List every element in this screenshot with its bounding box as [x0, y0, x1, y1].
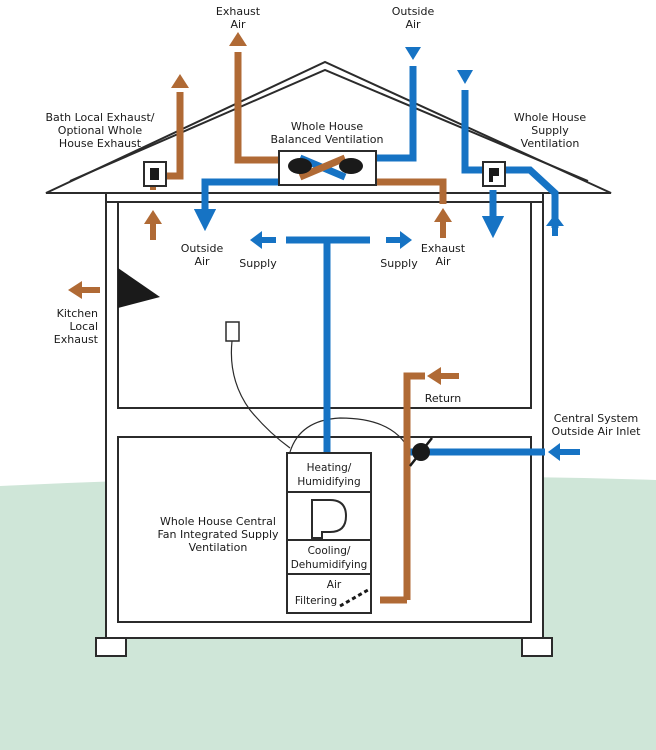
- label-line: Ventilation: [189, 541, 248, 554]
- label-line: Outside: [181, 242, 224, 255]
- label-line: Dehumidifying: [291, 559, 368, 571]
- label-line: Optional Whole: [58, 124, 143, 137]
- label-line: Central System: [554, 412, 639, 425]
- label-line: Humidifying: [297, 476, 360, 488]
- thermostat-wire: [230, 340, 291, 449]
- thermostat: [225, 321, 240, 342]
- label-line: Ventilation: [521, 137, 580, 150]
- label-line: House Exhaust: [59, 137, 142, 150]
- label-bath-exhaust: Bath Local Exhaust/ Optional Whole House…: [46, 111, 155, 150]
- label-balanced-ventilation: Whole House Balanced Ventilation: [271, 120, 384, 146]
- label-central-inlet: Central System Outside Air Inlet: [552, 412, 642, 438]
- label-line: Air: [327, 579, 342, 591]
- label-line: Outside: [392, 5, 435, 18]
- supply-fan: [482, 161, 506, 187]
- label-line: Balanced Ventilation: [271, 133, 384, 146]
- label-outside-air-top: Outside Air: [392, 5, 435, 31]
- kitchen-hood: [118, 268, 160, 308]
- label-line: Air: [194, 255, 210, 268]
- label-line: Kitchen: [57, 307, 98, 320]
- label-line: Cooling/: [308, 545, 351, 557]
- label-fan-integrated: Whole House Central Fan Integrated Suppl…: [157, 515, 279, 554]
- label-filtering: Air Filtering: [295, 579, 342, 607]
- label-cooling: Cooling/ Dehumidifying: [291, 545, 368, 571]
- label-line: Exhaust: [54, 333, 99, 346]
- exhaust-arrows: [68, 32, 459, 385]
- control-wire: [289, 417, 411, 453]
- balanced-ventilator: [278, 150, 377, 186]
- label-line: Heating/: [307, 462, 352, 474]
- supply-arrows: [250, 47, 580, 461]
- label-line: Whole House: [291, 120, 364, 133]
- outside-air-damper: [409, 437, 433, 467]
- label-supply-left: Supply: [239, 257, 277, 270]
- label-outside-air-attic: Outside Air: [181, 242, 224, 268]
- air-handler: [286, 452, 372, 614]
- label-exhaust-air-attic: Exhaust Air: [421, 242, 466, 268]
- bath-fan: [143, 161, 167, 187]
- label-return: Return: [425, 392, 462, 405]
- label-line: Outside Air Inlet: [552, 425, 642, 438]
- label-line: Local: [69, 320, 98, 333]
- label-line: Air: [230, 18, 246, 31]
- label-supply-ventilation: Whole House Supply Ventilation: [514, 111, 587, 150]
- label-supply-right: Supply: [380, 257, 418, 270]
- label-line: Exhaust: [421, 242, 466, 255]
- label-line: Filtering: [295, 595, 337, 607]
- label-exhaust-air-top: Exhaust Air: [216, 5, 261, 31]
- label-line: Fan Integrated Supply: [157, 528, 279, 541]
- label-line: Bath Local Exhaust/: [46, 111, 155, 124]
- label-line: Whole House Central: [160, 515, 276, 528]
- label-line: Whole House: [514, 111, 587, 124]
- label-heating: Heating/ Humidifying: [297, 462, 360, 488]
- label-line: Exhaust: [216, 5, 261, 18]
- label-line: Air: [405, 18, 421, 31]
- label-line: Supply: [531, 124, 569, 137]
- label-line: Air: [435, 255, 451, 268]
- label-kitchen-exhaust: Kitchen Local Exhaust: [54, 307, 99, 346]
